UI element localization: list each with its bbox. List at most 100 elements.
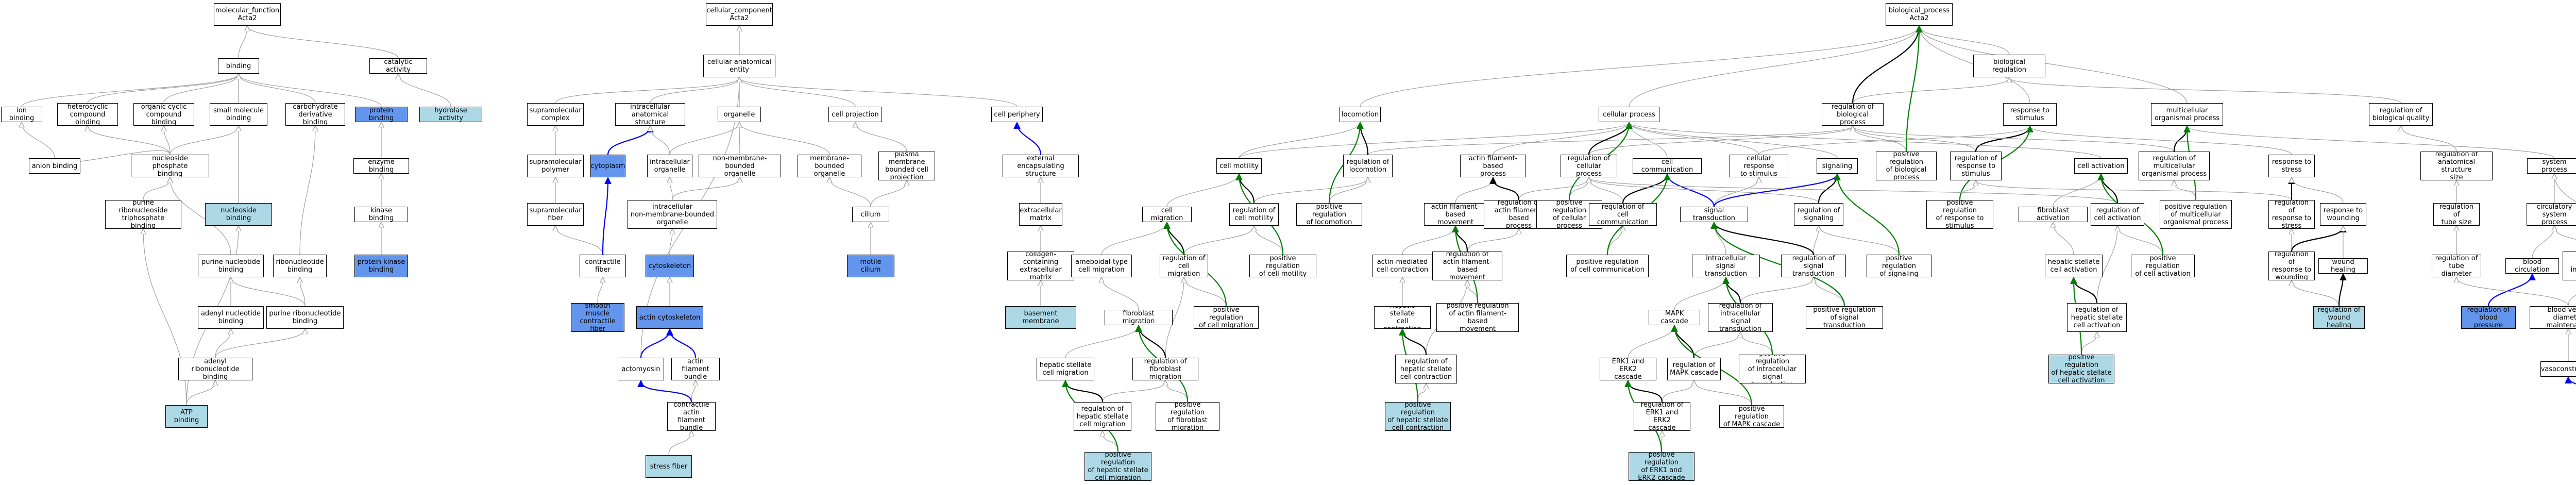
edge-is-a — [2292, 178, 2344, 204]
term-node-purrntp: purine ribonucleoside triphosphate bindi… — [105, 200, 181, 229]
edge-is-a — [2568, 295, 2576, 307]
term-node-resptowound: response to wounding — [2320, 203, 2366, 226]
term-node-suprafib: supramolecular fiber — [527, 203, 584, 226]
edge-is-a — [1853, 126, 1976, 152]
edge-is-a — [1714, 223, 1726, 255]
edge-is-a — [2081, 332, 2097, 355]
term-node-collagenecm: collagen-containing extracellular matrix — [1007, 252, 1074, 280]
term-node-cellproj: cell projection — [828, 107, 882, 122]
term-node-regactinmove: regulation of actin filament-based movem… — [1432, 252, 1502, 280]
edge-is-a — [1819, 226, 1900, 255]
edge-regulates — [1622, 174, 1667, 204]
edge-is-a — [650, 126, 670, 155]
edge-is-a — [1166, 174, 1239, 207]
term-node-regcellmot: regulation of cell motility — [1229, 203, 1279, 226]
edge-is-a — [2292, 281, 2340, 307]
edge-regulates — [1628, 381, 1663, 403]
term-node-posregcellmot: positive regulation of cell motility — [1249, 255, 1316, 277]
edge-regulates — [1852, 26, 1919, 104]
term-node-hsccontr: hepatic stellate cell contraction — [1374, 306, 1431, 329]
edge-is-a — [1518, 178, 1589, 200]
edge-is-a — [2187, 126, 2555, 159]
edge-is-a — [1740, 332, 1773, 355]
edge-is-a — [672, 178, 740, 200]
edge-part-of — [607, 126, 650, 155]
edge-is-a — [829, 178, 871, 207]
term-node-posregactinmove: positive regulation of actin filament-ba… — [1436, 303, 1519, 332]
edge-is-a — [2009, 78, 2401, 104]
edge-regulates — [1674, 326, 1695, 358]
edge-is-a — [88, 126, 171, 155]
edge-is-a — [299, 126, 315, 255]
term-node-cellcomm: cell communication — [1633, 158, 1702, 174]
term-node-adenylnucb: adenyl nucleotide binding — [198, 306, 264, 329]
edge-is-a — [1813, 226, 1819, 255]
term-node-actinfibproc: actin filament-based process — [1460, 155, 1526, 177]
term-node-purribob: purine ribonucleotide binding — [266, 306, 344, 329]
edge-is-a — [1919, 26, 2010, 55]
term-node-regrespstress: regulation of response to stress — [2268, 200, 2315, 229]
edge-is-a — [1467, 229, 1519, 252]
edge-regulates — [2291, 226, 2343, 252]
term-node-nucsideb: nucleoside binding — [205, 203, 272, 226]
term-node-erk: ERK1 and ERK2 cascade — [1600, 358, 1656, 380]
term-node-intranonmem: intracellular non-membrane-bounded organ… — [628, 200, 717, 229]
term-node-nonmemorg: non-membrane-bounded organelle — [699, 155, 781, 177]
edge-is-a — [1662, 381, 1694, 403]
edge-regulates — [1360, 123, 1369, 155]
term-node-regerk: regulation of ERK1 and ERK2 cascade — [1634, 402, 1690, 431]
term-node-stressfiber: stress fiber — [646, 455, 692, 478]
term-node-carbo: carbohydrate derivative binding — [285, 103, 345, 126]
edge-regulates — [1493, 178, 1520, 200]
edge-is-a — [670, 178, 673, 200]
term-node-cellmig: cell migration — [1142, 207, 1192, 222]
term-node-ribonucb: ribonucleotide binding — [273, 255, 327, 277]
term-node-posreghscact: positive regulation of hepatic stellate … — [2048, 355, 2114, 383]
edge-is-a — [1367, 126, 1853, 155]
edge-is-a — [1467, 281, 1478, 304]
edge-is-a — [1184, 278, 1227, 307]
term-node-mapk: MAPK cascade — [1649, 310, 1700, 325]
edge-is-a — [1253, 178, 1368, 204]
edge-is-a — [87, 74, 239, 104]
term-node-regcellproc: regulation of cellular process — [1561, 155, 1617, 177]
edge-is-a — [1417, 384, 1426, 403]
term-node-bloodcirc: blood circulation — [2505, 258, 2559, 274]
term-node-posregintrasig: positive regulation of intracellular sig… — [1739, 355, 1806, 383]
term-node-posregcellmig: positive regulation of cell migration — [1194, 306, 1259, 329]
term-node-ionb: ion binding — [1, 107, 42, 122]
term-node-intraanat: intracellular anatomical structure — [615, 103, 685, 126]
term-node-regmapk: regulation of MAPK cascade — [1667, 358, 1721, 380]
edge-is-a — [1628, 326, 1674, 358]
term-node-systemproc: system process — [2527, 158, 2576, 174]
edge-is-a — [215, 329, 305, 358]
edge-is-a — [2554, 174, 2576, 203]
edge-is-a — [398, 74, 451, 107]
term-node-regfibromig: regulation of fibroblast migration — [1132, 358, 1198, 380]
edge-part-of — [1713, 174, 1837, 207]
term-node-regbioproc: regulation of biological process — [1822, 103, 1884, 126]
edge-part-of — [602, 178, 608, 255]
term-node-purnucb: purine nucleotide binding — [198, 255, 264, 277]
edge-regulates — [1402, 329, 1427, 355]
term-node-posregsigtrans: positive regulation of signal transducti… — [1806, 306, 1883, 329]
edge-part-of — [670, 329, 697, 358]
edge-part-of — [1017, 123, 1042, 155]
edge-is-a — [170, 178, 231, 255]
term-node-posreghscmig: positive regulation of hepatic stellate … — [1084, 452, 1151, 481]
edge-is-a — [597, 278, 603, 304]
edge-is-a — [1852, 78, 2009, 104]
edge-is-a — [739, 123, 830, 155]
term-node-cae: cellular anatomical entity — [703, 55, 775, 77]
edge-is-a — [1694, 381, 1752, 406]
term-node-posregerk: positive regulation of ERK1 and ERK2 cas… — [1629, 452, 1694, 481]
term-node-kinb: kinase binding — [354, 207, 408, 222]
edge-regulates — [1065, 381, 1104, 403]
edge-is-a — [2117, 226, 2163, 255]
term-node-reghscmig: regulation of hepatic stellate cell migr… — [1074, 402, 1131, 431]
edge-is-a — [1254, 226, 1283, 255]
term-node-posregcellact: positive regulation of cell activation — [2131, 255, 2195, 277]
edge-is-a — [1101, 223, 1167, 255]
edge-is-a — [1588, 126, 1853, 155]
term-node-cilium: cilium — [852, 207, 889, 222]
